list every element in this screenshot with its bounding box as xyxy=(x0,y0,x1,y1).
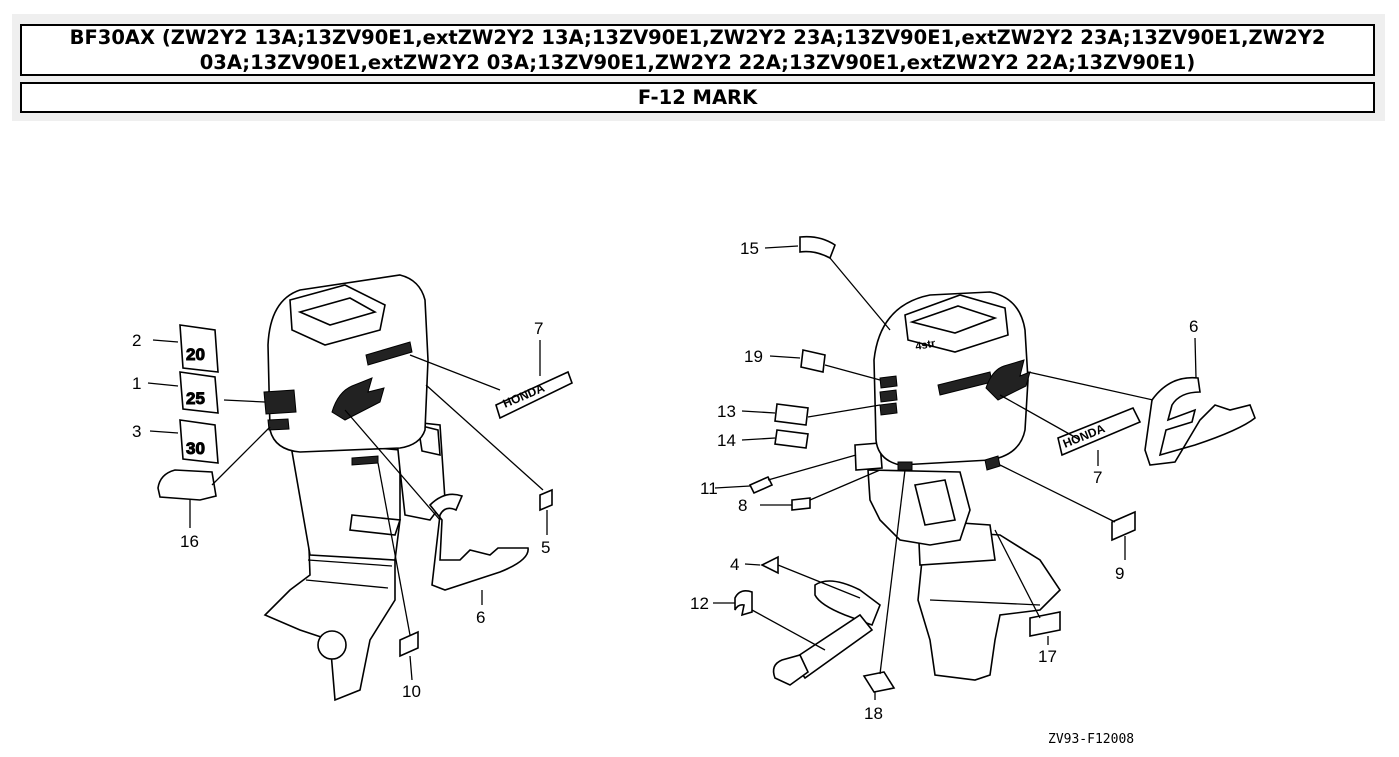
leader-lines-right xyxy=(713,245,1197,700)
honda-decal-right: HONDA xyxy=(1057,406,1142,457)
section-title: F-12 MARK xyxy=(20,82,1375,113)
decal-30-text: 30 xyxy=(186,439,205,458)
decal-20: 20 xyxy=(179,324,219,373)
decal-14 xyxy=(799,235,836,260)
callout-11: 12 xyxy=(690,594,709,613)
callout-14: 15 xyxy=(740,239,759,258)
decal-18 xyxy=(1029,611,1061,637)
tiller-handle xyxy=(772,580,881,686)
leader-lines-left xyxy=(147,339,548,681)
cover-mark-text: 4str xyxy=(914,338,937,353)
decal-30: 30 xyxy=(179,419,219,464)
callout-18: 17 xyxy=(1038,647,1057,666)
callout-9: 11 xyxy=(700,479,718,498)
decal-19 xyxy=(800,349,826,373)
four-stroke-decal-left xyxy=(428,493,529,591)
callout-10: 10 xyxy=(402,682,421,701)
callout-17: 18 xyxy=(864,704,883,723)
header-panel: BF30AX (ZW2Y2 13A;13ZV90E1,extZW2Y2 13A;… xyxy=(12,14,1385,121)
callout-7-right: 7 xyxy=(1093,468,1102,487)
callouts-left: 2 1 3 16 7 5 6 10 xyxy=(132,319,550,701)
decal-11 xyxy=(734,590,753,617)
decal-10 xyxy=(399,630,419,658)
drawing-code: ZV93-F12008 xyxy=(1048,732,1134,747)
decal-12 xyxy=(1111,510,1136,542)
decal-20-text: 20 xyxy=(186,345,205,364)
callout-2: 2 xyxy=(132,331,141,350)
decal-13 xyxy=(774,403,809,426)
honda-decal-left: HONDA xyxy=(495,370,573,420)
callouts-right: 15 19 13 14 11 8 4 12 6 7 9 17 18 xyxy=(690,239,1198,723)
right-outboard-motor: 4str xyxy=(854,291,1062,681)
decal-17 xyxy=(862,671,896,693)
decal-5 xyxy=(539,488,553,512)
callout-7-left: 7 xyxy=(534,319,543,338)
callout-5: 5 xyxy=(541,538,550,557)
callout-6-right: 6 xyxy=(1189,317,1198,336)
callout-1: 1 xyxy=(132,374,141,393)
decal-25-text: 25 xyxy=(186,389,205,408)
decal-16 xyxy=(157,469,217,501)
callout-8: 8 xyxy=(738,496,747,515)
callout-13: 13 xyxy=(717,402,736,421)
callout-6-left: 6 xyxy=(476,608,485,627)
callout-19: 19 xyxy=(744,347,763,366)
callout-16: 16 xyxy=(180,532,199,551)
four-stroke-decal-right xyxy=(1144,376,1256,466)
decal-8 xyxy=(791,497,811,511)
decal-9 xyxy=(748,475,774,495)
callout-12: 9 xyxy=(1115,564,1124,583)
left-outboard-motor xyxy=(263,274,446,702)
callout-4: 4 xyxy=(730,555,739,574)
callout-3: 3 xyxy=(132,422,141,441)
callout-15: 14 xyxy=(717,431,736,450)
decal-4 xyxy=(760,555,779,575)
decal-15 xyxy=(774,429,809,449)
decal-25: 25 xyxy=(179,371,219,414)
page-title: BF30AX (ZW2Y2 13A;13ZV90E1,extZW2Y2 13A;… xyxy=(20,24,1375,76)
